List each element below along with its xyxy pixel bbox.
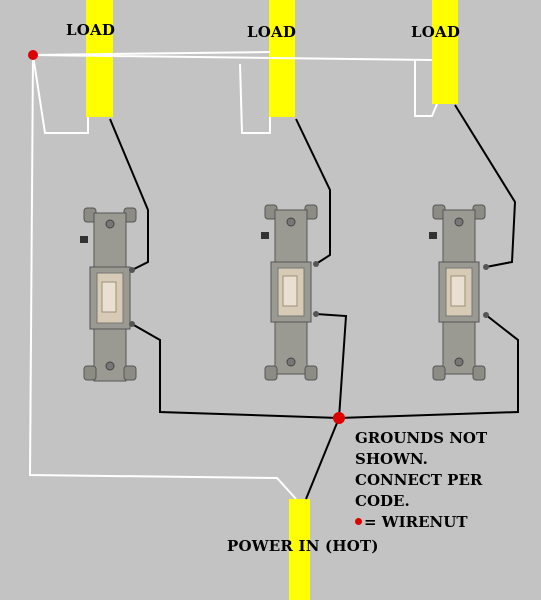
load-label-1: LOAD [66, 21, 116, 39]
switch-1 [80, 207, 137, 382]
switch-3 [429, 204, 489, 381]
wirenut-neutral [28, 50, 38, 60]
power-in-label: POWER IN (HOT) [227, 537, 379, 555]
load-label-2: LOAD [247, 23, 297, 41]
wirenut-hot [333, 412, 345, 424]
wirenut-legend-text: = WIRENUT [364, 513, 468, 531]
note-line-1: GROUNDS NOT [355, 429, 488, 447]
load-label-3: LOAD [411, 23, 461, 41]
power-cable [289, 499, 310, 600]
switch-2 [261, 204, 319, 381]
note-line-4: CODE. [355, 492, 410, 510]
wirenut-legend: = WIRENUT [355, 512, 487, 533]
load-cable-3 [432, 0, 458, 104]
grounds-note: GROUNDS NOT SHOWN. CONNECT PER CODE. = W… [355, 428, 487, 533]
note-line-3: CONNECT PER [355, 471, 483, 489]
hot-wires [109, 104, 519, 500]
neutral-wires [28, 51, 438, 500]
wirenut-legend-dot [355, 517, 362, 525]
load-cable-1 [86, 0, 113, 117]
note-line-2: SHOWN. [355, 450, 428, 468]
